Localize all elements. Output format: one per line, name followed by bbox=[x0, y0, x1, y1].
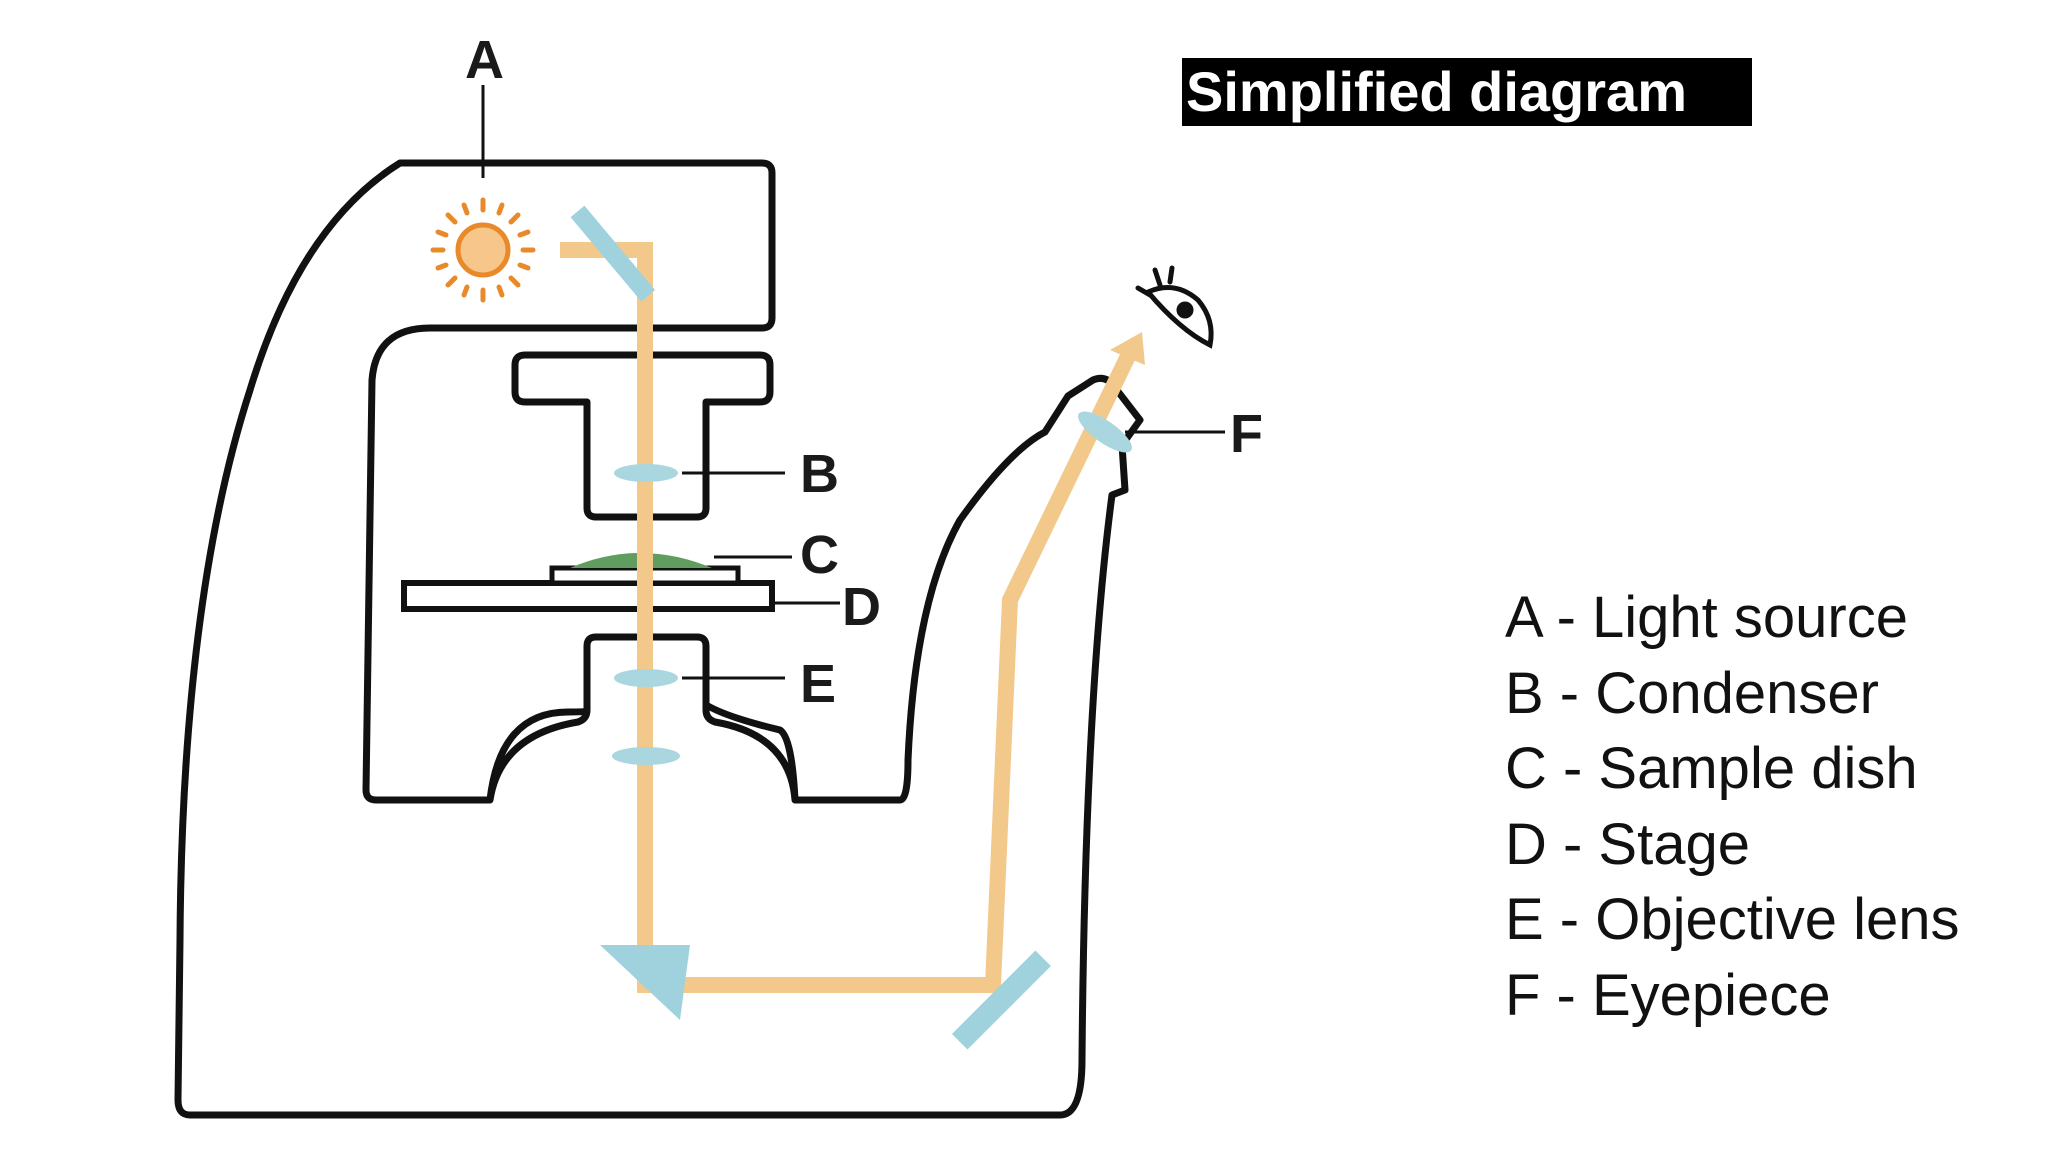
eye-icon bbox=[1135, 265, 1214, 349]
objective-lens-1 bbox=[614, 669, 678, 687]
eyepiece-lens bbox=[1078, 411, 1132, 453]
callout-d: D bbox=[842, 577, 881, 637]
legend-item-condenser: B - Condenser bbox=[1505, 660, 1879, 726]
legend-item-eyepiece: F - Eyepiece bbox=[1505, 962, 1831, 1028]
bottom-prism bbox=[600, 945, 690, 1020]
stage bbox=[401, 580, 775, 612]
callout-b: B bbox=[800, 444, 839, 504]
callout-f: F bbox=[1230, 404, 1263, 464]
legend: A - Light source B - Condenser C - Sampl… bbox=[1505, 580, 1960, 1033]
microscope-frame bbox=[174, 159, 1144, 1119]
light-path bbox=[560, 242, 1138, 993]
legend-item-objective-lens: E - Objective lens bbox=[1505, 887, 1960, 952]
callout-c: C bbox=[800, 525, 839, 585]
light-path-arrowhead bbox=[1110, 332, 1145, 365]
condenser-lens bbox=[614, 464, 678, 482]
light-source-icon bbox=[430, 197, 536, 303]
legend-item-sample-dish: C - Sample dish bbox=[1505, 736, 1918, 801]
callout-e: E bbox=[800, 654, 836, 714]
legend-item-light-source: A - Light source bbox=[1505, 585, 1908, 650]
legend-item-stage: D - Stage bbox=[1505, 811, 1750, 877]
diagram-title: Simplified diagram bbox=[1182, 58, 1752, 126]
corner-mirror bbox=[951, 950, 1051, 1050]
callout-a: A bbox=[465, 30, 504, 90]
objective-lens-2 bbox=[612, 747, 680, 765]
top-mirror bbox=[570, 205, 656, 302]
